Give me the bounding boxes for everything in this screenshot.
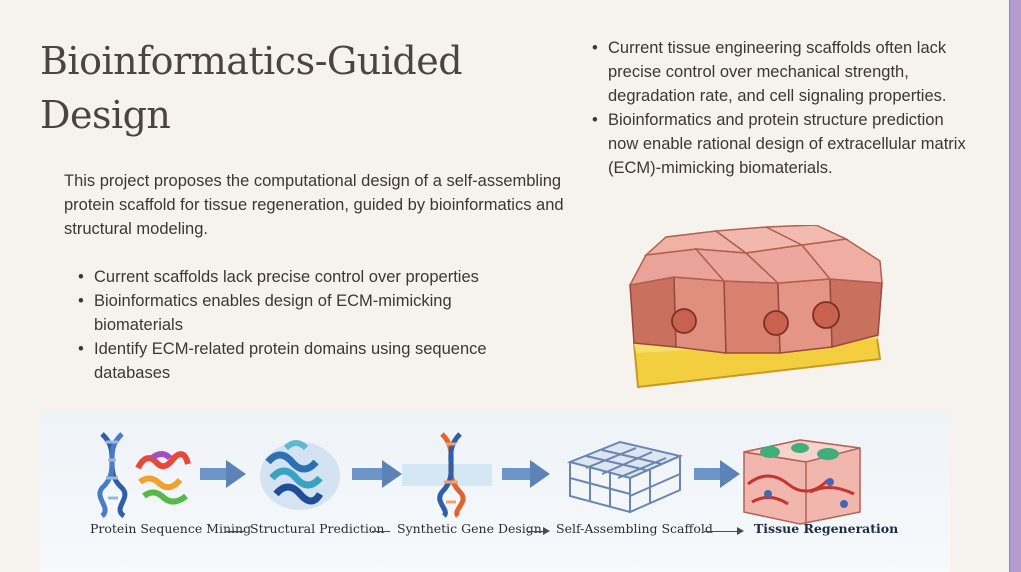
arrow-icon — [694, 460, 740, 488]
right-bullet: Bioinformatics and protein structure pre… — [592, 108, 977, 180]
workflow-steps: Protein Sequence Mining Structural Predi… — [0, 521, 1010, 545]
protein-structure-icon — [260, 440, 340, 510]
workflow-step-label: Tissue Regeneration — [754, 521, 899, 536]
workflow-illustration — [97, 432, 861, 525]
connector-arrowhead-icon — [737, 527, 744, 535]
protein-fold-icon — [135, 451, 191, 505]
connector-arrowhead-icon — [543, 527, 550, 535]
workflow-banner — [40, 412, 950, 572]
dna-helix-icon — [402, 432, 492, 518]
workflow-step-label: Protein Sequence Mining — [90, 521, 252, 536]
slide-title: Bioinformatics-Guided Design — [40, 39, 463, 137]
left-bullet-list: Current scaffolds lack precise control o… — [78, 265, 538, 385]
intro-paragraph: This project proposes the computational … — [64, 172, 564, 238]
left-bullet: Current scaffolds lack precise control o… — [78, 265, 538, 289]
arrow-icon — [352, 460, 402, 488]
dna-helix-icon — [97, 432, 128, 519]
arrow-icon — [502, 460, 550, 488]
right-bullet-list: Current tissue engineering scaffolds oft… — [592, 36, 977, 180]
connector-line — [226, 531, 244, 532]
workflow-step-label: Synthetic Gene Design — [397, 521, 542, 536]
connector-line — [528, 531, 544, 532]
slide-border — [1009, 0, 1021, 572]
connector-line — [704, 531, 738, 532]
workflow-step-label: Structural Prediction — [250, 521, 385, 536]
tissue-block-icon — [743, 439, 861, 525]
left-bullet: Identify ECM-related protein domains usi… — [78, 337, 538, 385]
workflow-step-label: Self-Assembling Scaffold — [556, 521, 713, 536]
right-bullet: Current tissue engineering scaffolds oft… — [592, 36, 977, 108]
tissue-cells-illustration — [628, 225, 883, 389]
connector-line — [372, 531, 390, 532]
left-bullet: Bioinformatics enables design of ECM-mim… — [78, 289, 538, 337]
scaffold-mesh-icon — [566, 440, 684, 514]
arrow-icon — [200, 460, 246, 488]
